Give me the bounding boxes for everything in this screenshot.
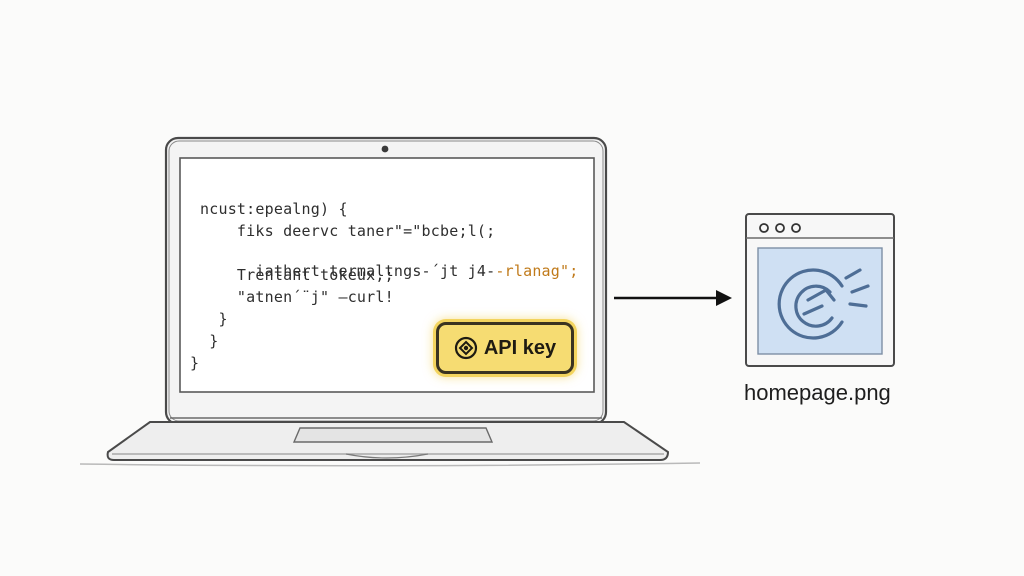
ground-shadow <box>79 462 701 467</box>
code-line-4: Trentant tokeux,; <box>200 266 394 284</box>
arrow-right-icon <box>614 290 732 306</box>
code-line-5: "atnen´¨j" —curl! <box>200 288 394 306</box>
api-key-badge[interactable]: API key <box>436 322 574 374</box>
code-line-7: } <box>200 332 219 350</box>
code-line-1: ncust:epealng) { <box>200 200 348 218</box>
code-line-2: fiks deervc taner"="bcbe;l(; <box>200 222 496 240</box>
code-line-3: iathert termaltngs-´jt j4--rlanag"; <box>200 244 578 280</box>
code-line-6: } <box>200 310 228 328</box>
code-line-3-tail: -rlanag"; <box>495 262 579 280</box>
code-line-8: } <box>190 354 200 372</box>
code-line-3-main: iathert termaltngs-´jt j4- <box>218 262 496 280</box>
window-dot-2 <box>775 223 785 233</box>
laptop-touchpad <box>292 427 494 443</box>
image-file-icon <box>745 213 895 367</box>
api-key-label: API key <box>483 336 557 359</box>
window-dot-3 <box>791 223 801 233</box>
preview-logo-icon <box>777 268 870 340</box>
file-caption: homepage.png <box>744 380 891 405</box>
key-icon <box>454 336 477 360</box>
laptop-illustration <box>106 136 670 461</box>
webcam-icon <box>381 145 389 153</box>
window-dot-1 <box>759 223 769 233</box>
